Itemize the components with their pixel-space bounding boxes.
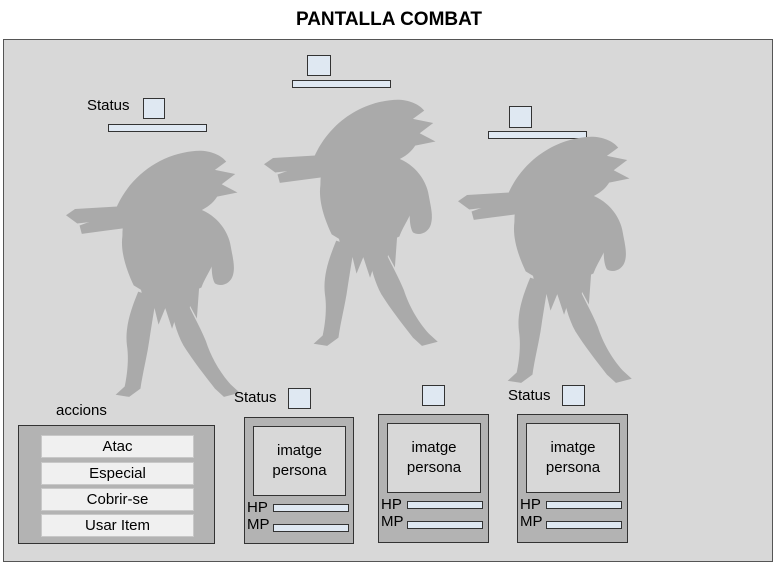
mp-label: MP — [247, 516, 270, 533]
party-status-icon — [562, 385, 585, 406]
party-member-card[interactable]: imatge persona HP MP — [517, 414, 628, 543]
hp-bar — [546, 501, 622, 509]
use-item-button[interactable]: Usar Item — [41, 514, 194, 537]
party-member-card[interactable]: imatge persona HP MP — [378, 414, 489, 543]
hp-label: HP — [381, 496, 402, 513]
screen-title: PANTALLA COMBAT — [295, 9, 483, 30]
actions-label: accions — [56, 402, 107, 419]
enemy-health-bar — [488, 131, 587, 139]
enemy-health-bar — [292, 80, 391, 88]
mp-label: MP — [381, 513, 404, 530]
party-status-label: Status — [508, 387, 551, 404]
party-member-card[interactable]: imatge persona HP MP — [244, 417, 354, 544]
party-status-label: Status — [234, 389, 277, 406]
party-status-icon — [422, 385, 445, 406]
mp-bar — [546, 521, 622, 529]
enemy-status-icon — [509, 106, 532, 128]
hp-bar — [407, 501, 483, 509]
party-status-icon — [288, 388, 311, 409]
mp-bar — [407, 521, 483, 529]
orc-warrior-silhouette-icon[interactable] — [66, 143, 242, 401]
party-member-portrait: imatge persona — [387, 423, 481, 493]
enemy-health-bar — [108, 124, 207, 132]
mp-bar — [273, 524, 349, 532]
enemy-status-icon — [143, 98, 165, 119]
hp-bar — [273, 504, 349, 512]
enemy-status-icon — [307, 55, 331, 76]
party-member-portrait: imatge persona — [526, 423, 620, 493]
enemy-status-label: Status — [87, 97, 130, 114]
orc-warrior-silhouette-icon[interactable] — [458, 129, 634, 387]
special-button[interactable]: Especial — [41, 462, 194, 485]
attack-button[interactable]: Atac — [41, 435, 194, 458]
hp-label: HP — [247, 499, 268, 516]
take-cover-button[interactable]: Cobrir-se — [41, 488, 194, 511]
actions-menu: Atac Especial Cobrir-se Usar Item — [18, 425, 215, 544]
mp-label: MP — [520, 513, 543, 530]
orc-warrior-silhouette-icon[interactable] — [264, 92, 440, 350]
party-member-portrait: imatge persona — [253, 426, 346, 496]
hp-label: HP — [520, 496, 541, 513]
